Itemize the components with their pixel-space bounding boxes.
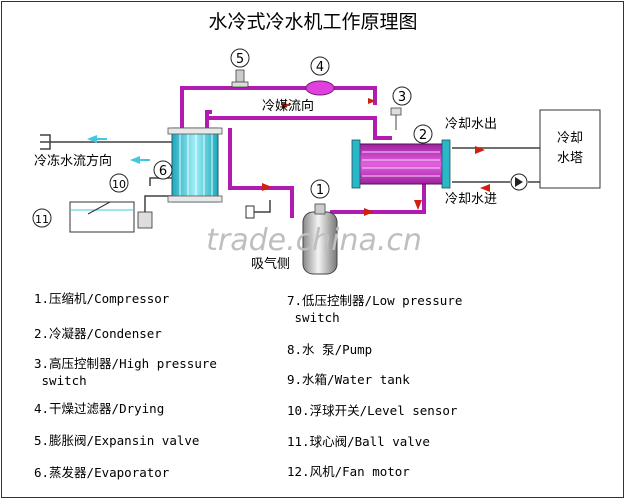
cooling-tower-label-2: 水塔 bbox=[557, 151, 583, 166]
evap-out-arrow-icon bbox=[262, 183, 272, 191]
chilled-water-arrow-icon bbox=[87, 135, 97, 143]
water-tank bbox=[69, 201, 153, 233]
suction-side-label: 吸气侧 bbox=[251, 256, 290, 272]
watermark: trade.china.cn bbox=[206, 223, 422, 258]
compressor bbox=[302, 203, 338, 275]
cooling-in-arrow-icon bbox=[480, 184, 490, 192]
cooling-tower bbox=[539, 109, 601, 189]
refrigerant-pipes bbox=[180, 86, 426, 218]
high-pressure-switch bbox=[390, 86, 412, 130]
label-number-11: 11 bbox=[35, 213, 49, 226]
condenser-return-arrow-icon bbox=[414, 200, 422, 210]
level-sensor-number-circle bbox=[109, 173, 129, 193]
water-pipes bbox=[40, 134, 540, 213]
cooling-water-out-label: 冷却水出 bbox=[445, 117, 497, 132]
cooling-water-in-label: 冷却水进 bbox=[445, 192, 497, 207]
label-number-6: 6 bbox=[159, 164, 167, 179]
evaporator bbox=[167, 127, 223, 203]
refrigerant-flow-label: 冷媒流向 bbox=[262, 98, 314, 114]
drying-filter bbox=[305, 56, 335, 96]
chilled-water-arrow-icon-2 bbox=[130, 156, 140, 164]
chilled-water-flow-label: 冷冻水流方向 bbox=[34, 153, 112, 169]
cooling-out-arrow-icon bbox=[475, 146, 485, 154]
ball-valve-number-circle bbox=[32, 208, 52, 228]
pump-icon bbox=[510, 173, 528, 191]
condenser bbox=[351, 139, 451, 189]
refrigerant-pipe-overlay bbox=[205, 110, 212, 128]
cooling-tower-label-1: 冷却 bbox=[557, 131, 583, 146]
label-number-4: 4 bbox=[316, 60, 324, 75]
suction-arrow-icon bbox=[364, 208, 374, 216]
low-pressure-switch bbox=[245, 205, 255, 219]
label-number-5: 5 bbox=[236, 52, 244, 67]
refrigerant-arrow-icon-2 bbox=[368, 98, 376, 104]
diagram-title: 水冷式冷水机工作原理图 bbox=[208, 11, 417, 33]
expansion-valve bbox=[230, 48, 250, 88]
label-number-1: 1 bbox=[316, 183, 324, 198]
flow-arrows bbox=[87, 98, 490, 216]
label-number-10: 10 bbox=[112, 178, 126, 191]
condenser-number-circle bbox=[413, 124, 433, 144]
compressor-number-circle bbox=[310, 179, 330, 199]
label-number-2: 2 bbox=[419, 128, 427, 143]
label-number-3: 3 bbox=[398, 90, 406, 105]
evaporator-number-circle bbox=[153, 160, 173, 180]
